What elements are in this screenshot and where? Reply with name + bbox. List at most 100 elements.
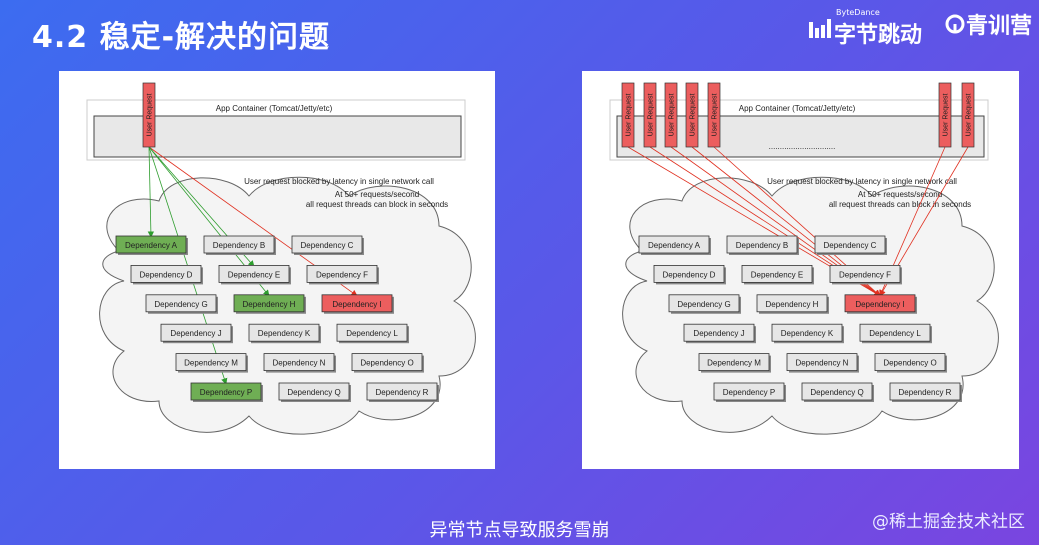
camp-icon	[945, 14, 965, 34]
dependency-label: Dependency Q	[287, 388, 340, 397]
dependency-box: Dependency Q	[801, 382, 874, 402]
dependency-box: Dependency B	[726, 235, 799, 255]
user-request-tag: User Request	[938, 82, 952, 148]
dependency-label: Dependency D	[140, 270, 193, 279]
dependency-box: Dependency B	[203, 235, 276, 255]
watermark: @稀土掘金技术社区	[872, 512, 1025, 532]
camp-logo: 青训营	[944, 8, 1032, 40]
dependency-box: Dependency I	[321, 294, 394, 314]
user-request-tag: User Request	[664, 82, 678, 148]
dependency-box: Dependency O	[351, 353, 424, 373]
bytedance-logo: ByteDance 字节跳动	[808, 8, 922, 49]
dependency-box: Dependency G	[668, 294, 741, 314]
dependency-label: Dependency I	[332, 300, 381, 309]
user-request-tag: User Request	[685, 82, 699, 148]
dependency-label: Dependency L	[346, 329, 398, 338]
brand-small: ByteDance	[836, 8, 880, 17]
dependency-label: Dependency G	[677, 300, 730, 309]
dependency-box: Dependency P	[190, 382, 263, 402]
dependency-label: Dependency P	[200, 388, 252, 397]
dependency-box: Dependency D	[653, 264, 726, 285]
dependency-label: Dependency H	[243, 300, 296, 309]
dependency-label: Dependency O	[360, 359, 413, 368]
brand2-text: 青训营	[966, 14, 1033, 39]
user-request-label: User Request	[648, 94, 655, 137]
dependency-box: Dependency J	[683, 323, 756, 344]
dependency-label: Dependency J	[693, 329, 744, 338]
dependency-box: Dependency M	[698, 353, 771, 373]
dependency-box: Dependency J	[160, 323, 233, 344]
user-request-label: User Request	[690, 94, 697, 137]
dependency-box: Dependency N	[263, 353, 336, 373]
dependency-label: Dependency R	[899, 388, 952, 397]
dependency-box: Dependency D	[130, 264, 203, 285]
dependency-label: Dependency C	[824, 241, 877, 250]
dependency-label: Dependency P	[723, 388, 775, 397]
dependency-box: Dependency Q	[278, 382, 351, 402]
dependency-label: Dependency C	[301, 241, 354, 250]
dependency-label: Dependency K	[258, 329, 311, 338]
dependency-box: Dependency E	[741, 264, 814, 285]
dependency-label: Dependency G	[154, 300, 207, 309]
diagram-left: App Container (Tomcat/Jetty/etc)User req…	[59, 71, 495, 469]
dependency-label: Dependency D	[663, 270, 716, 279]
dependency-box: Dependency E	[218, 264, 291, 285]
container-label: App Container (Tomcat/Jetty/etc)	[216, 104, 333, 113]
dots-ellipsis: ..............................	[769, 142, 836, 151]
dependency-label: Dependency O	[883, 359, 936, 368]
dependency-label: Dependency N	[796, 359, 849, 368]
dependency-label: Dependency I	[855, 300, 904, 309]
user-request-label: User Request	[943, 94, 950, 137]
dependency-box: Dependency K	[248, 323, 321, 344]
dependency-box: Dependency F	[306, 264, 379, 285]
dependency-box: Dependency M	[175, 353, 248, 373]
user-request-tag: User Request	[643, 82, 657, 148]
note-line-2: At 50+ requests/second	[335, 190, 419, 199]
dependency-box: Dependency G	[145, 294, 218, 314]
dependency-label: Dependency J	[170, 329, 221, 338]
dependency-label: Dependency B	[213, 241, 265, 250]
dependency-label: Dependency M	[184, 359, 238, 368]
dependency-box: Dependency R	[366, 382, 439, 402]
dependency-box: Dependency C	[814, 235, 887, 255]
note-line-3: all request threads can block in seconds	[306, 200, 448, 209]
container-box	[616, 115, 985, 158]
dependency-label: Dependency E	[751, 270, 803, 279]
dependency-label: Dependency N	[273, 359, 326, 368]
user-request-tag: User Request	[621, 82, 635, 148]
note-line-2: At 50+ requests/second	[858, 190, 942, 199]
dependency-label: Dependency E	[228, 270, 280, 279]
dependency-label: Dependency F	[316, 270, 368, 279]
diagram-right: App Container (Tomcat/Jetty/etc) User req…	[582, 71, 1019, 469]
dependency-label: Dependency K	[781, 329, 834, 338]
dependency-label: Dependency H	[766, 300, 819, 309]
note-line-1: User request blocked by latency in singl…	[767, 177, 957, 186]
dependency-label: Dependency Q	[810, 388, 863, 397]
user-request-tag: User Request	[961, 82, 975, 148]
user-request-label: User Request	[669, 94, 676, 137]
container-label: App Container (Tomcat/Jetty/etc)	[739, 104, 856, 113]
caption: 异常节点导致服务雪崩	[429, 520, 610, 541]
user-request-label: User Request	[626, 94, 633, 137]
dependency-box: Dependency A	[638, 235, 711, 255]
dependency-box: Dependency L	[859, 323, 932, 344]
dependency-label: Dependency L	[869, 329, 921, 338]
dependency-box: Dependency R	[889, 382, 962, 402]
dependency-box: Dependency H	[233, 294, 306, 314]
dependency-box: Dependency A	[115, 235, 188, 255]
dependency-label: Dependency R	[376, 388, 429, 397]
dependency-box: Dependency K	[771, 323, 844, 344]
dependency-box: Dependency I	[844, 294, 917, 314]
page-title: 4.2 稳定-解决的问题	[32, 20, 331, 55]
user-request-label: User Request	[966, 94, 973, 137]
dependency-label: Dependency A	[648, 241, 701, 250]
dependency-box: Dependency H	[756, 294, 829, 314]
user-request-tag: User Request	[142, 82, 156, 148]
user-request-label: User Request	[147, 94, 154, 137]
user-request-label: User Request	[712, 94, 719, 137]
dependency-label: Dependency F	[839, 270, 891, 279]
dependency-box: Dependency C	[291, 235, 364, 255]
dependency-label: Dependency A	[125, 241, 178, 250]
dependency-box: Dependency F	[829, 264, 902, 285]
note-line-3: all request threads can block in seconds	[829, 200, 971, 209]
